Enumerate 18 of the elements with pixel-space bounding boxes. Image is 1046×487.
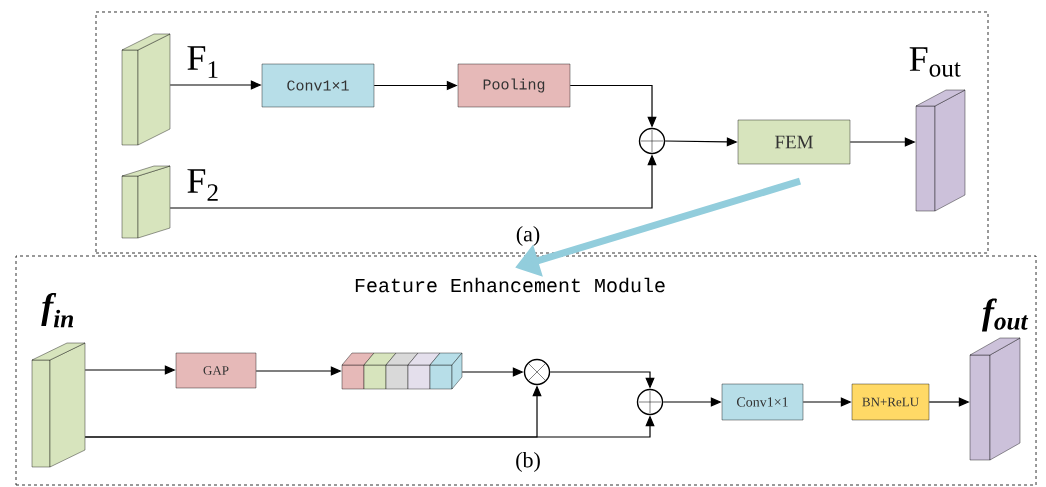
tensor-label: F$_{out}$ [909,47,961,77]
panel-title: Feature Enhancement Module [355,277,665,293]
process-box: BN+ReLU [851,383,930,421]
sum-symbol [638,127,666,155]
process-box: GAP [175,352,257,389]
process-box: Pooling [457,63,571,108]
tensor-label: f$_{out}$ [981,298,1029,332]
panel-label: (b) [516,452,540,472]
tensor-label: F$_{2}$ [187,169,218,201]
feature-vector-drawing [341,352,463,390]
multiply-symbol [523,358,551,386]
tensor-label: f$_{in}$ [41,292,73,328]
process-box: Conv1×1 [721,383,804,421]
process-box: FEM [737,119,851,165]
panel-label: (a) [516,226,540,246]
sum-symbol [636,388,664,416]
tensor-label: F$_{1}$ [187,46,218,78]
process-box: Conv1×1 [261,63,375,108]
